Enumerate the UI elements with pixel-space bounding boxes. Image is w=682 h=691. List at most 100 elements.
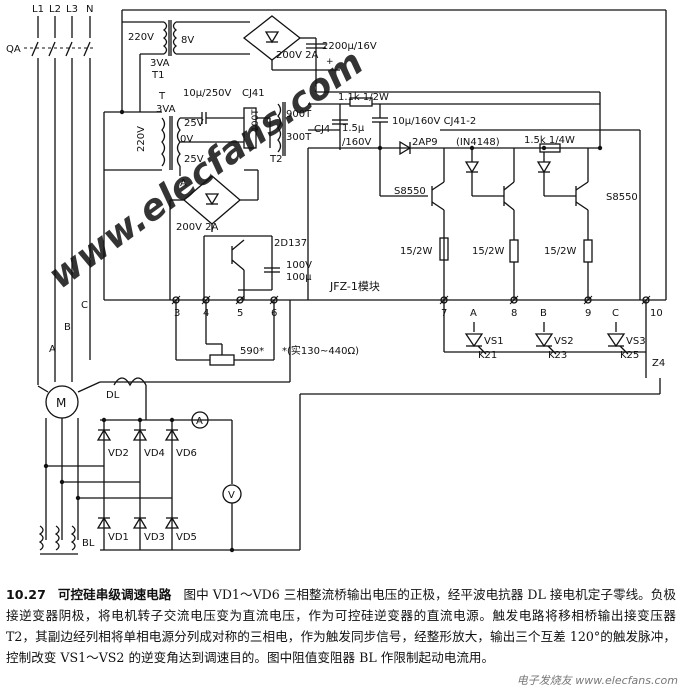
bridge-top-rating: 200V 2A [276, 50, 318, 61]
transformer-T1: 220V 8V 3VA T1 [122, 20, 250, 112]
VS3-name: VS3 [626, 336, 646, 347]
voltmeter-label: V [228, 490, 235, 501]
diode-IN4148: (IN4148) [456, 137, 500, 148]
label-Z4: Z4 [652, 358, 665, 369]
cap-1u5-v: /160V [342, 137, 371, 148]
thyristors: A VS1 K21 B VS2 K23 C VS3 K25 Z4 [443, 300, 665, 378]
meter-voltmeter: V [222, 484, 242, 550]
pot-note: *(实130~440Ω) [282, 344, 359, 357]
circuit-schematic: L1 L2 L3 N QA A B C 220V 8V [6, 4, 667, 555]
svg-text:3: 3 [174, 308, 180, 319]
figure-text: 图中 VD1～VD6 三相整流桥输出电压的正极，经平波电抗器 DL 接电机定子零… [6, 587, 676, 665]
VD3: VD3 [144, 532, 165, 543]
reactor-DL: DL [106, 377, 147, 420]
transistor-S8550-left: S8550 [394, 186, 426, 197]
T-va: 3VA [156, 104, 176, 115]
svg-text:10: 10 [650, 308, 663, 319]
label-L2: L2 [49, 4, 61, 15]
VS3-phase: C [612, 308, 619, 319]
label-2D137: 2D137 [274, 238, 307, 249]
cap-2200u: 2200μ/16V [322, 41, 377, 52]
T-sec-25b: 25V [184, 154, 204, 165]
T2-name: T2 [269, 154, 282, 165]
svg-text:+: + [326, 57, 334, 67]
T-primary: 220V [136, 126, 147, 152]
junction-dots [43, 109, 603, 553]
mains-input: L1 L2 L3 N QA A B C [6, 4, 96, 385]
VD5: VD5 [176, 532, 197, 543]
VD4: VD4 [144, 448, 165, 459]
figure-number: 10.27 [6, 587, 46, 602]
VD2: VD2 [108, 448, 129, 459]
label-QA: QA [6, 44, 21, 55]
VS2-name: VS2 [554, 336, 574, 347]
module-name: JFZ-1模块 [329, 280, 380, 293]
top-rail [121, 9, 667, 300]
transistor-S8550-right: S8550 [606, 192, 638, 203]
VS1-phase: A [470, 308, 477, 319]
VS2-phase: B [540, 308, 547, 319]
module-JFZ1: JFZ-1模块 3 4 5 6 7 8 9 10 [103, 170, 666, 319]
terminal-9: 9 [583, 295, 593, 319]
pot-value: 590* [240, 346, 264, 357]
VD6: VD6 [176, 448, 197, 459]
svg-text:9: 9 [585, 308, 591, 319]
transformer-T2: 900T 300T T2 1.1k 1/2W CJ4 1.5μ /160V 10… [269, 92, 600, 300]
terminal-8: 8 [509, 295, 519, 319]
res-15-2w-2: 15/2W [472, 246, 504, 257]
diode-2AP9: 2AP9 [412, 137, 438, 148]
cap-1u5: 1.5μ [342, 123, 365, 134]
svg-text:8: 8 [511, 308, 517, 319]
label-BL: BL [82, 538, 95, 549]
watermark: www.elecfans.com [41, 42, 371, 297]
tap-C: C [81, 300, 88, 311]
trigger-stage: 2AP9 (IN4148) 1.5k 1/4W S8550 S8550 [379, 92, 641, 300]
T-sec-25a: 25V [184, 118, 204, 129]
meter-ammeter: A [191, 411, 233, 484]
resistor-BL: BL [38, 525, 95, 555]
svg-text:A: A [180, 178, 187, 189]
VD1: VD1 [108, 532, 129, 543]
cap-10u250: 10μ/250V [183, 88, 232, 99]
K25: K25 [620, 350, 639, 361]
terminal-5: 5 [235, 295, 245, 319]
T1-primary-label: 220V [128, 32, 154, 43]
res-15-2w-3: 15/2W [544, 246, 576, 257]
cap-100v: 100V [286, 260, 312, 271]
T1-name: T1 [151, 70, 164, 81]
bridge-top: 200V 2A 2200μ/16V + [242, 15, 600, 93]
pot-590: 590* *(实130~440Ω) [175, 300, 359, 366]
res-15-2w-1: 15/2W [400, 246, 432, 257]
label-N: N [86, 4, 93, 15]
label-DL: DL [106, 390, 120, 401]
label-L1: L1 [32, 4, 44, 15]
T2-100: 100T [251, 109, 261, 132]
svg-text:M: M [56, 396, 66, 410]
T-sec-0: 0V [180, 134, 193, 145]
bridge-mid-rating: 200V 2A [176, 222, 218, 233]
site-badge: 电子发烧友 www.elecfans.com [516, 674, 678, 687]
bridge-mid: 200V 2A 2D137 100V 100μ [169, 169, 312, 300]
figure-caption: 10.27 可控硅串级调速电路 图中 VD1～VD6 三相整流桥输出电压的正极，… [6, 584, 676, 668]
cap-100u: 100μ [286, 272, 312, 283]
K23: K23 [548, 350, 567, 361]
K21: K21 [478, 350, 497, 361]
res-1k5: 1.5k 1/4W [524, 135, 575, 146]
label-L3: L3 [66, 4, 78, 15]
T2-300: 300T [286, 132, 312, 143]
label-CJ4: CJ4 [314, 124, 330, 135]
rectifier-VD: VD2 VD4 VD6 VD1 VD3 VD5 [46, 378, 661, 551]
figure-title: 可控硅串级调速电路 [57, 587, 172, 602]
label-CJ41: CJ41 [242, 88, 265, 99]
transformer-T: T 3VA 220V 25V 0V 25V 10μ/250V CJ41 A 10… [103, 88, 270, 189]
tap-B: B [64, 322, 71, 333]
T1-va: 3VA [150, 58, 170, 69]
VS1-name: VS1 [484, 336, 504, 347]
T-name: T [158, 91, 166, 102]
ammeter-label: A [196, 416, 203, 427]
svg-text:5: 5 [237, 308, 243, 319]
T1-secondary-label: 8V [181, 35, 194, 46]
tap-A: A [49, 344, 56, 355]
T2-900: 900T [286, 109, 312, 120]
cap-10u160: 10μ/160V CJ41-2 [392, 116, 476, 127]
